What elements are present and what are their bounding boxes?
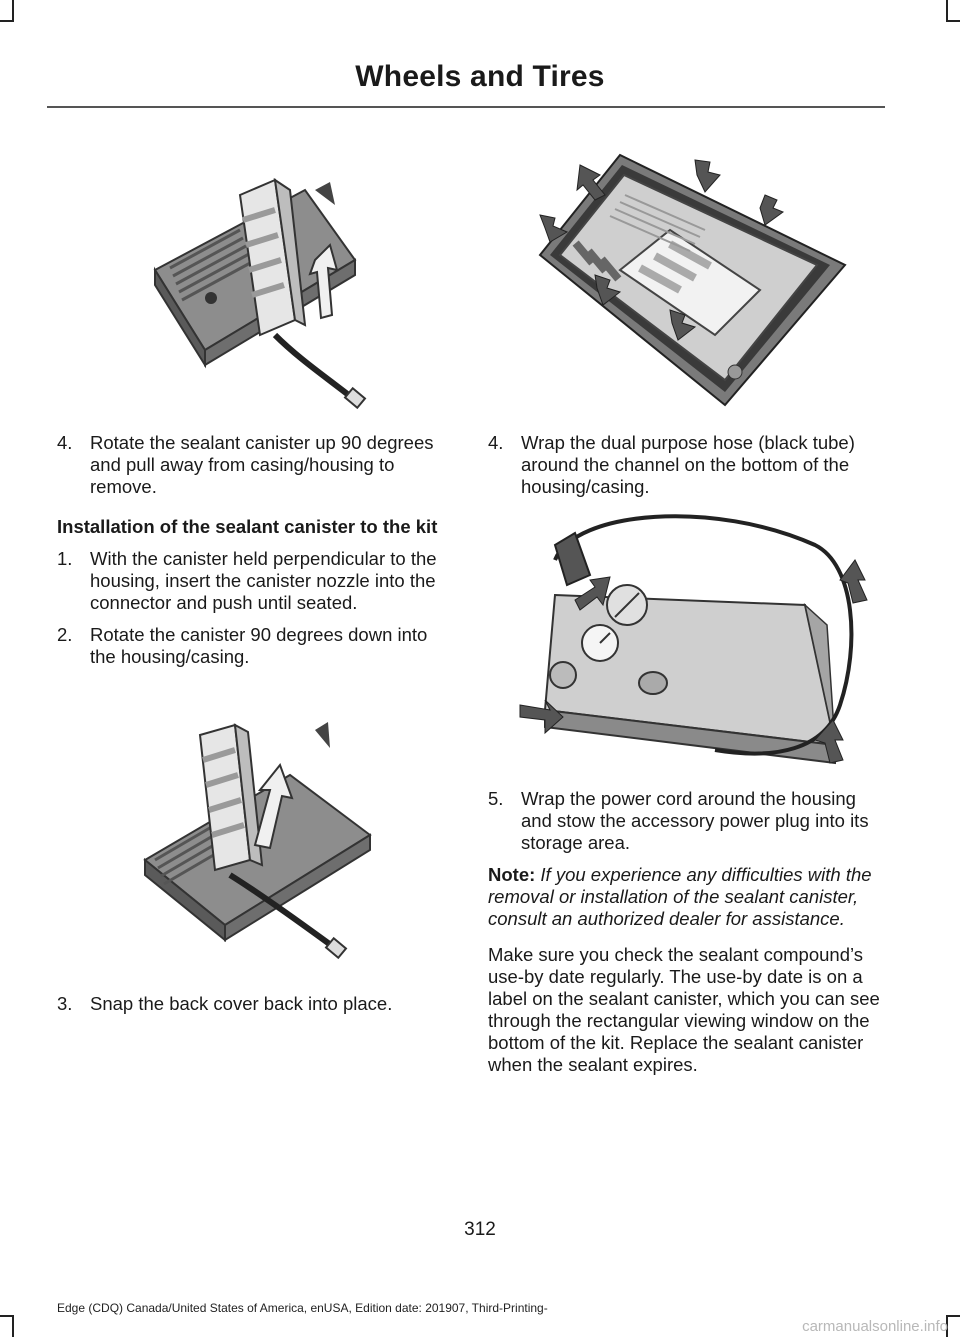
right-column-lower: 5. Wrap the power cord around the housin… xyxy=(488,788,882,1090)
note-label: Note: xyxy=(488,864,536,885)
step-text: Rotate the sealant canister up 90 degree… xyxy=(90,432,434,497)
step-number: 1. xyxy=(57,548,73,569)
crop-mark xyxy=(0,20,14,22)
crop-mark xyxy=(12,0,14,22)
install-step-1: 1. With the canister held perpendicular … xyxy=(57,548,441,614)
figure-housing-bottom xyxy=(538,153,847,407)
crop-mark xyxy=(946,0,948,22)
figure-canister-removal xyxy=(153,177,367,410)
use-by-paragraph: Make sure you check the sealant compound… xyxy=(488,944,880,1075)
edition-footer: Edge (CDQ) Canada/United States of Ameri… xyxy=(57,1301,548,1315)
crop-mark xyxy=(12,1315,14,1337)
step-number: 4. xyxy=(488,432,504,453)
installation-heading: Installation of the sealant canister to … xyxy=(57,516,438,537)
crop-mark xyxy=(0,1315,14,1317)
crop-mark xyxy=(946,1315,960,1317)
step-number: 2. xyxy=(57,624,73,645)
step-removal-4: 4. Rotate the sealant canister up 90 deg… xyxy=(57,432,441,498)
note: Note: If you experience any difficulties… xyxy=(488,864,882,930)
figure-compressor-cord xyxy=(519,514,868,765)
step-text: Wrap the power cord around the housing a… xyxy=(521,788,869,853)
right-column-upper: 4. Wrap the dual purpose hose (black tub… xyxy=(488,432,882,508)
step-4-wrap-hose: 4. Wrap the dual purpose hose (black tub… xyxy=(488,432,882,498)
step-text: Rotate the canister 90 degrees down into… xyxy=(90,624,428,667)
figure-canister-insertion xyxy=(143,722,372,960)
page-number: 312 xyxy=(464,1219,496,1240)
page-title: Wheels and Tires xyxy=(355,60,605,93)
step-number: 4. xyxy=(57,432,73,453)
step-number: 3. xyxy=(57,993,73,1014)
left-column-upper: 4. Rotate the sealant canister up 90 deg… xyxy=(57,432,441,678)
install-step-2: 2. Rotate the canister 90 degrees down i… xyxy=(57,624,441,668)
step-3: 3. Snap the back cover back into place. xyxy=(57,993,441,1015)
step-text: With the canister held perpendicular to … xyxy=(90,548,437,613)
watermark[interactable]: carmanualsonline.info xyxy=(802,1318,948,1335)
step-text: Snap the back cover back into place. xyxy=(90,993,393,1014)
step-number: 5. xyxy=(488,788,504,809)
header-rule xyxy=(47,106,885,108)
crop-mark xyxy=(946,1315,948,1337)
step-5-power-cord: 5. Wrap the power cord around the housin… xyxy=(488,788,882,854)
note-text: If you experience any difficulties with … xyxy=(488,864,872,929)
crop-mark xyxy=(946,20,960,22)
step-text: Wrap the dual purpose hose (black tube) … xyxy=(521,432,855,497)
left-column-lower: 3. Snap the back cover back into place. xyxy=(57,993,441,1025)
